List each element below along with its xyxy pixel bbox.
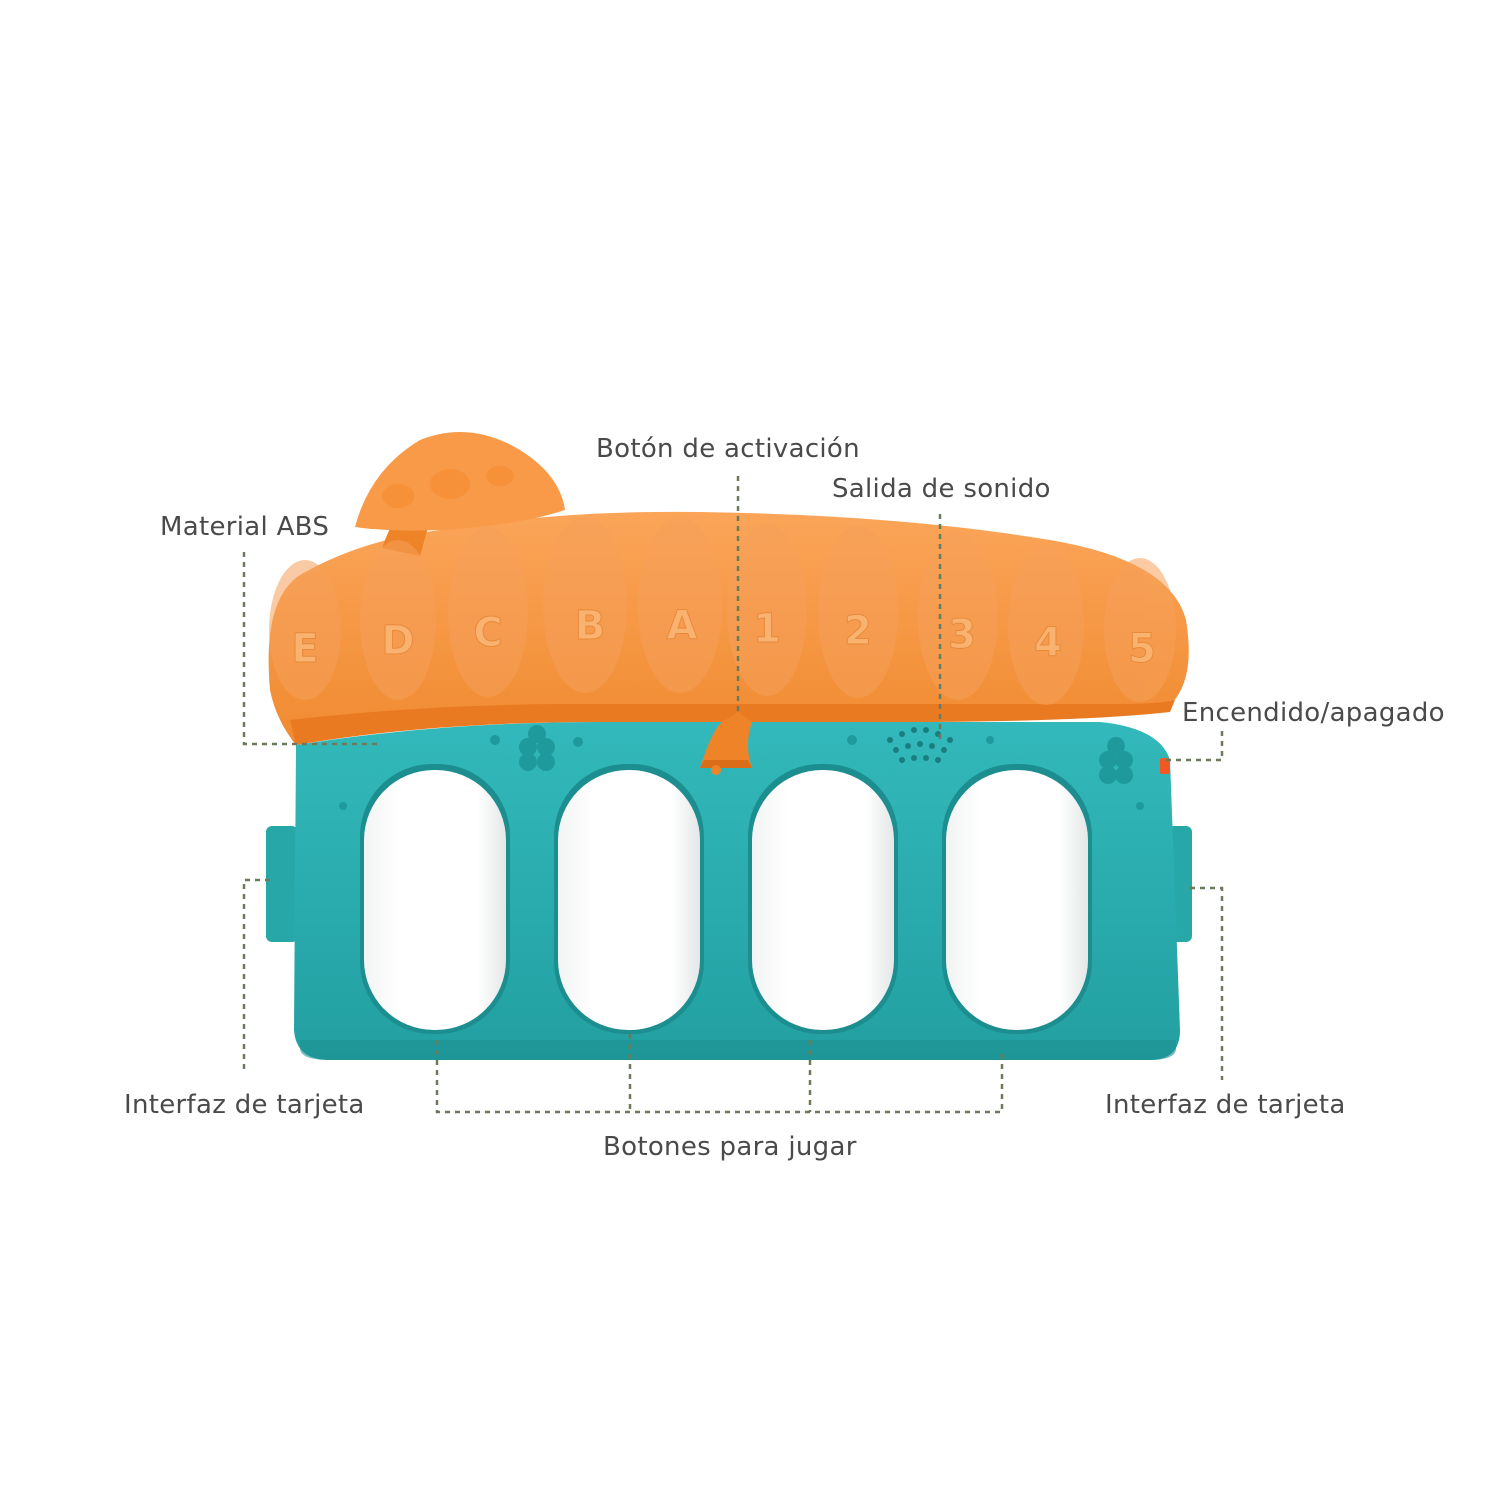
label-activation-button: Botón de activación [596, 434, 860, 464]
leader-abs [242, 552, 380, 746]
leader-lines [242, 476, 1224, 1114]
leader-power [1166, 730, 1224, 762]
label-card-interface-right: Interfaz de tarjeta [1105, 1090, 1346, 1120]
label-abs-material: Material ABS [160, 512, 330, 542]
roof-key-label: A [667, 603, 698, 649]
mushroom-chimney [355, 432, 565, 556]
roof-key-label: D [381, 618, 414, 664]
label-sound-output: Salida de sonido [832, 474, 1051, 504]
roof-key-label: 1 [753, 606, 781, 652]
roof-key-label: 5 [1128, 626, 1156, 672]
roof-key-label: C [473, 610, 502, 656]
roof-key-label: B [575, 603, 606, 649]
flower-icon [339, 725, 1144, 810]
label-power-switch: Encendido/apagado [1182, 698, 1445, 728]
leader-card-left [242, 878, 270, 1072]
roof-key-label: 2 [844, 608, 872, 654]
speaker-grille-icon [887, 727, 953, 763]
roof-key-label: E [291, 626, 318, 672]
label-card-interface-left: Interfaz de tarjeta [124, 1090, 365, 1120]
play-keys [360, 764, 1092, 1034]
leader-play [435, 1034, 1004, 1114]
label-play-buttons: Botones para jugar [603, 1132, 857, 1162]
power-switch-icon [1160, 758, 1170, 774]
bell-icon [700, 712, 752, 775]
card-interface-left [266, 826, 298, 942]
leader-card-right [1190, 886, 1224, 1080]
roof-key-label: 3 [948, 612, 976, 658]
roof-key-label: 4 [1034, 620, 1062, 666]
